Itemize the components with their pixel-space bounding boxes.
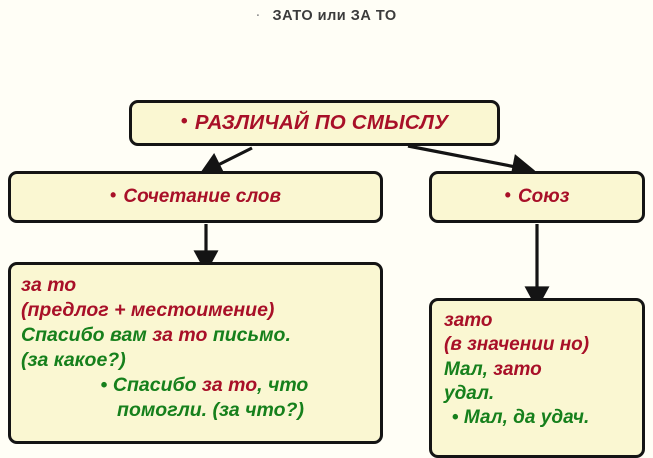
phrase-term: за то: [21, 274, 77, 296]
bullet-icon: •: [110, 184, 117, 205]
box-conjunction[interactable]: • Союз: [429, 171, 645, 223]
detail-line-6: помогли. (за что?): [21, 398, 370, 423]
box-conjunction-detail[interactable]: зато (в значении но) Мал, зато удал. • М…: [429, 298, 645, 458]
conjunction-term: зато: [444, 310, 493, 331]
conj-example1-part2: удал.: [444, 382, 495, 404]
detail-line-3: Спасибо вам за то письмо.: [21, 323, 370, 348]
box-word-combination-detail[interactable]: за то (предлог + местоимение) Спасибо ва…: [8, 262, 383, 444]
conj-example2: Мал, да удач.: [458, 407, 590, 429]
example1-question: (за какое?): [21, 348, 126, 371]
box-word-combination-heading: • Сочетание слов: [11, 174, 380, 220]
example2-highlight: за то: [201, 373, 258, 396]
bullet-icon: •: [180, 109, 188, 132]
detail-line-1: за то: [21, 273, 370, 298]
box-conjunction-heading: • Союз: [432, 174, 642, 220]
example1-part2: письмо.: [207, 323, 291, 346]
detail-line-4: (за какое?): [21, 348, 370, 373]
box-distinguish-by-meaning[interactable]: • РАЗЛИЧАЙ ПО СМЫСЛУ: [129, 100, 500, 146]
conj-detail-line-1: зато: [444, 309, 632, 333]
conjunction-explanation: (в значении но): [444, 334, 590, 356]
title-text: ЗАТО или ЗА ТО: [272, 8, 397, 24]
box-distinguish-heading: • РАЗЛИЧАЙ ПО СМЫСЛУ: [132, 103, 497, 143]
box-word-combination[interactable]: • Сочетание слов: [8, 171, 383, 223]
bullet-icon: •: [504, 184, 511, 205]
page-title: · ЗАТО или ЗА ТО: [0, 8, 653, 24]
box-distinguish-label: РАЗЛИЧАЙ ПО СМЫСЛУ: [194, 111, 449, 134]
example2-part2: , что: [257, 373, 309, 396]
box-word-combination-label: Сочетание слов: [123, 186, 281, 207]
bullet-icon: •: [100, 373, 108, 396]
word-combination-detail-text: за то (предлог + местоимение) Спасибо ва…: [21, 273, 370, 423]
bullet-icon: •: [452, 407, 459, 429]
conj-detail-line-3: Мал, зато: [444, 358, 632, 382]
arrow-main-to-conjunction: [407, 144, 536, 179]
conjunction-detail-text: зато (в значении но) Мал, зато удал. • М…: [444, 309, 632, 431]
conj-example1-highlight: зато: [493, 358, 542, 380]
example2-part1: Спасибо: [107, 373, 202, 396]
conj-detail-line-4: удал.: [444, 382, 632, 406]
detail-line-2: (предлог + местоимение): [21, 298, 370, 323]
example2-question: помогли. (за что?): [117, 398, 304, 421]
detail-line-5: • Спасибо за то, что: [21, 373, 370, 398]
conj-detail-line-5: • Мал, да удач.: [444, 406, 632, 430]
example1-highlight: за то: [152, 323, 208, 346]
conj-detail-line-2: (в значении но): [444, 333, 632, 357]
title-bullet-icon: ·: [256, 10, 261, 23]
example1-part1: Спасибо вам: [21, 323, 153, 346]
box-conjunction-label: Союз: [517, 186, 570, 207]
phrase-explanation: (предлог + местоимение): [21, 298, 275, 321]
arrow-main-to-phrase: [199, 146, 253, 176]
conj-example1-part1: Мал,: [444, 358, 494, 380]
